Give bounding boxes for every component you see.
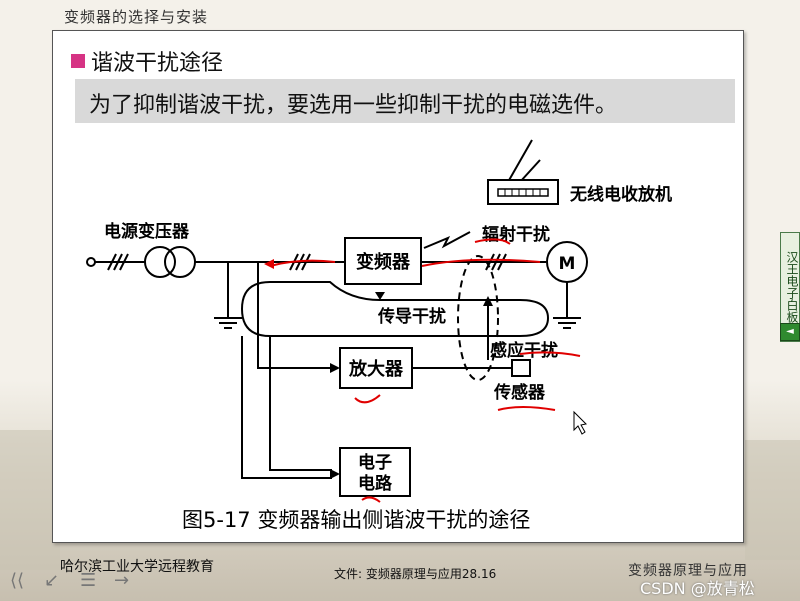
whiteboard-side-tab[interactable]: 汉王电子白板: [780, 232, 800, 342]
section-heading: 谐波干扰途径: [71, 45, 223, 77]
feed-lines: [241, 262, 332, 479]
red-annotations: [264, 238, 581, 503]
note-box: 为了抑制谐波干扰，要选用一些抑制干扰的电磁选件。: [75, 79, 735, 123]
label-amplifier: 放大器: [348, 358, 404, 380]
circuit-box: [339, 447, 411, 497]
ground-motor: [553, 282, 581, 329]
header-title: 变频器的选择与安装: [64, 8, 209, 26]
label-circuit-line2: 电路: [358, 473, 393, 494]
arrow-head: [483, 296, 493, 306]
vfd-box: [344, 237, 422, 285]
nav-next-icon[interactable]: →: [114, 570, 130, 591]
watermark: CSDN @放青松: [640, 579, 755, 598]
collapse-arrow-icon[interactable]: ◄: [780, 323, 800, 341]
radio-receiver: [487, 139, 559, 205]
bullet-square: [71, 54, 85, 68]
ground-left: [214, 262, 242, 329]
footer-course: 变频器原理与应用: [628, 563, 748, 579]
sensor-box: [511, 359, 531, 377]
background-building: [0, 430, 60, 570]
nav-prev-icon[interactable]: ↙: [44, 570, 60, 591]
amplifier-box: [339, 347, 413, 389]
background-building: [745, 440, 800, 560]
note-text: 为了抑制谐波干扰，要选用一些抑制干扰的电磁选件。: [89, 93, 618, 118]
label-induced: 感应干扰: [490, 340, 558, 361]
label-sensor: 传感器: [493, 382, 546, 403]
footer-file: 文件: 变频器原理与应用28.16: [334, 567, 497, 581]
label-circuit-line1: 电子: [358, 452, 392, 473]
label-motor: M: [559, 254, 576, 274]
arrow-head: [375, 292, 385, 300]
diagram-caption: 图5-17 变频器输出侧谐波干扰的途径: [182, 508, 530, 532]
label-radio: 无线电收放机: [569, 184, 672, 205]
conducted-loop: [240, 281, 550, 337]
label-transformer: 电源变压器: [104, 221, 190, 242]
induced-loop: [457, 255, 499, 381]
footer-school: 哈尔滨工业大学远程教育: [60, 559, 214, 575]
cursor-icon: [573, 410, 588, 435]
nav-first-icon[interactable]: ⟨⟨: [10, 570, 25, 591]
arrow-head: [330, 363, 340, 373]
radiation-bolt: [423, 231, 471, 249]
nav-menu-icon[interactable]: ☰: [80, 570, 97, 591]
label-radiated: 辐射干扰: [482, 224, 550, 245]
label-conducted: 传导干扰: [377, 306, 446, 327]
arrow-head: [330, 469, 340, 479]
label-vfd: 变频器: [356, 251, 411, 273]
section-heading-text: 谐波干扰途径: [91, 51, 224, 76]
